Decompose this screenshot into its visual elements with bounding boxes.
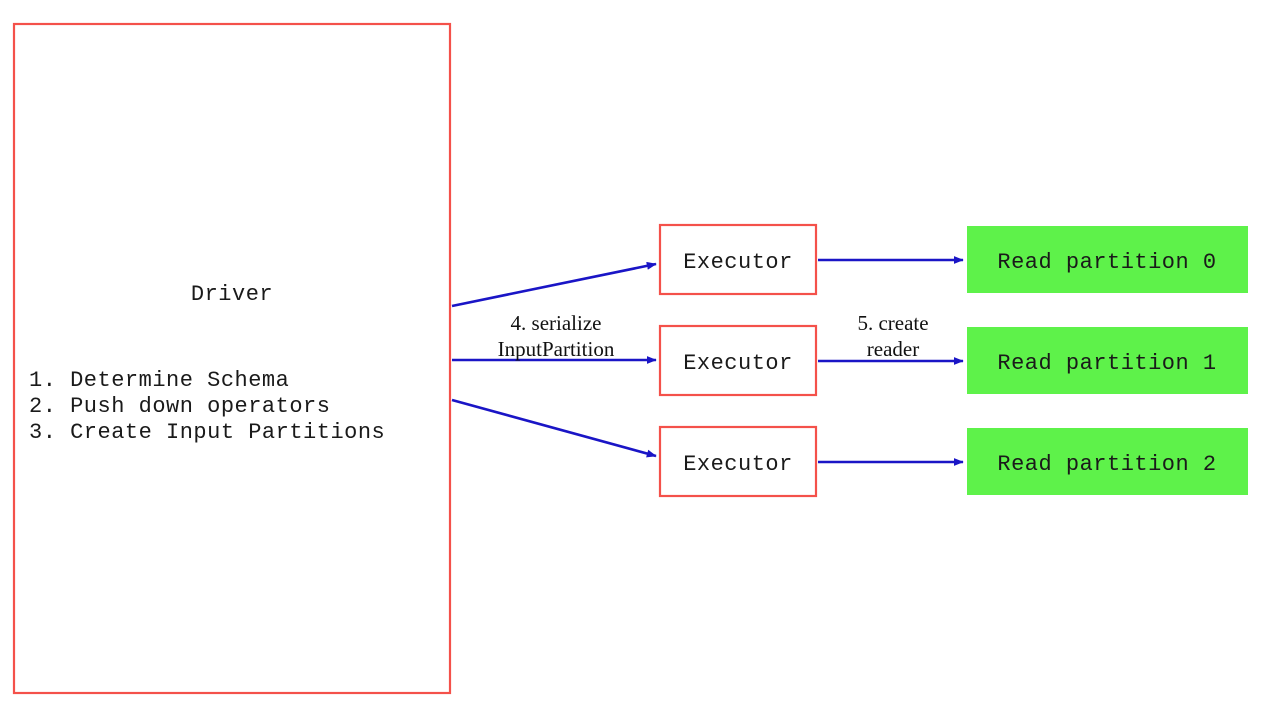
partition-box-1 xyxy=(967,327,1248,394)
driver-step-3: 3. Create Input Partitions xyxy=(29,420,385,445)
executor-label-2: Executor xyxy=(683,452,793,477)
partition-label-1: Read partition 1 xyxy=(997,351,1216,376)
partition-box-0 xyxy=(967,226,1248,293)
executor-label-0: Executor xyxy=(683,250,793,275)
edge-label-create-reader-line1: 5. create xyxy=(857,311,928,335)
executor-box-2 xyxy=(658,425,818,498)
partition-box-2 xyxy=(967,428,1248,495)
executor-box-1 xyxy=(658,324,818,397)
partition-label-2: Read partition 2 xyxy=(997,452,1216,477)
executor-label-1: Executor xyxy=(683,351,793,376)
driver-step-2: 2. Push down operators xyxy=(29,394,330,419)
edge-label-serialize-line1: 4. serialize xyxy=(511,311,602,335)
driver-title: Driver xyxy=(191,282,273,307)
driver-box xyxy=(12,22,452,695)
arrow-driver-to-executor-2 xyxy=(451,398,657,458)
executor-box-0 xyxy=(658,223,818,296)
edge-label-serialize-line2: InputPartition xyxy=(498,337,615,361)
arrow-driver-to-executor-0 xyxy=(451,261,657,308)
driver-step-1: 1. Determine Schema xyxy=(29,368,289,393)
partition-label-0: Read partition 0 xyxy=(997,250,1216,275)
edge-label-create-reader-line2: reader xyxy=(867,337,919,361)
